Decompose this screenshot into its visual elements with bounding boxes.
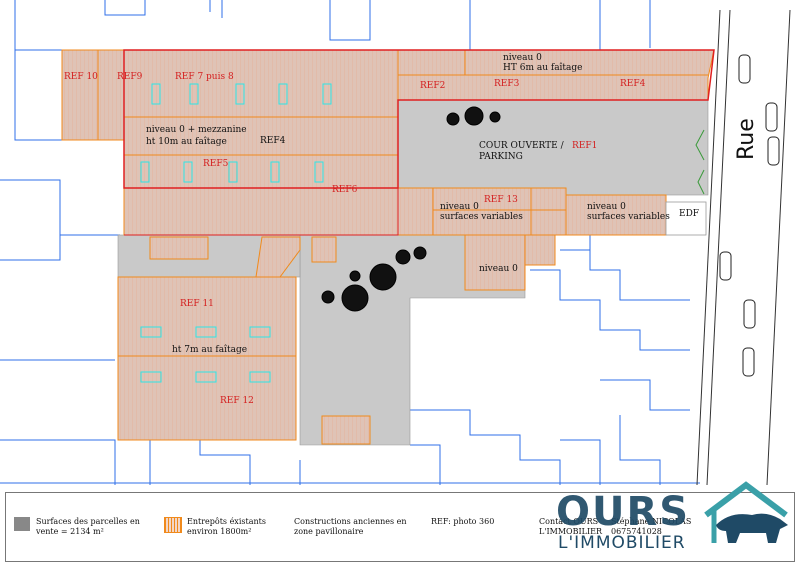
label-ref2[interactable]: REF2 xyxy=(420,81,446,91)
legend-swatch-parcel xyxy=(14,517,30,531)
legend-contact-line2: L'IMMOBILIER xyxy=(539,527,602,536)
skylight-icons xyxy=(140,83,332,383)
street-label: Rue xyxy=(734,118,759,160)
label-niveau0-top: niveau 0 xyxy=(503,53,542,63)
legend-ref-photo: REF: photo 360 xyxy=(431,517,495,526)
label-niveau0-c: niveau 0 xyxy=(479,264,518,274)
label-ref9[interactable]: REF9 xyxy=(117,72,143,82)
label-ref13[interactable]: REF 13 xyxy=(484,195,518,205)
label-ref4-mid[interactable]: REF4 xyxy=(260,136,286,146)
neighbour-parcel-lines xyxy=(0,0,700,485)
label-parking: PARKING xyxy=(479,152,523,162)
label-surf-a: surfaces variables xyxy=(440,212,523,222)
ours-logo-word: OURS xyxy=(556,489,691,535)
legend-constructions-line2: zone pavillonaire xyxy=(294,527,364,536)
label-niveau0-a: niveau 0 xyxy=(440,202,479,212)
legend-contact-line1: Contact OURS xyxy=(539,517,599,526)
property-boundary-inner xyxy=(124,188,399,236)
label-ref3[interactable]: REF3 xyxy=(494,79,520,89)
legend-swatch-warehouse xyxy=(164,517,182,533)
legend-warehouse-line1: Entrepôts éxistants xyxy=(187,517,266,526)
legend-parcel-line2: vente = 2134 m² xyxy=(36,527,104,536)
property-boundary xyxy=(123,49,715,189)
bear-house-icon xyxy=(704,481,788,543)
road-edges xyxy=(696,9,791,486)
label-ref1[interactable]: REF1 xyxy=(572,141,598,151)
car-icons xyxy=(719,54,780,377)
warehouses xyxy=(61,49,715,445)
label-ref7[interactable]: REF 7 puis 8 xyxy=(175,72,234,82)
label-surf-b: surfaces variables xyxy=(587,212,670,222)
legend: Surfaces des parcelles en vente = 2134 m… xyxy=(5,481,795,562)
legend-parcel-line1: Surfaces des parcelles en xyxy=(36,517,140,526)
label-ref12[interactable]: REF 12 xyxy=(220,396,254,406)
legend-agent-line1: Stéphane NICOLAS xyxy=(611,517,692,526)
label-ref5[interactable]: REF5 xyxy=(203,159,229,169)
label-mezzanine: niveau 0 + mezzanine xyxy=(146,125,247,135)
label-ref4-top[interactable]: REF4 xyxy=(620,79,646,89)
legend-warehouse-line2: environ 1800m² xyxy=(187,527,252,536)
edf-box xyxy=(665,201,707,236)
label-ht7m: ht 7m au faîtage xyxy=(172,345,248,355)
label-edf: EDF xyxy=(679,209,700,219)
legend-agent-line2: 0675741028 xyxy=(611,527,662,536)
legend-constructions-line1: Constructions anciennes en xyxy=(294,517,407,526)
label-ref10[interactable]: REF 10 xyxy=(64,72,98,82)
label-ht10m: ht 10m au faîtage xyxy=(146,137,227,147)
warehouse-dividers xyxy=(118,50,708,357)
label-ref11[interactable]: REF 11 xyxy=(180,299,214,309)
gate-marks xyxy=(695,129,705,195)
tree-icons xyxy=(321,106,501,312)
label-cour: COUR OUVERTE / xyxy=(479,141,564,151)
label-ht6m: HT 6m au faîtage xyxy=(503,63,583,73)
label-ref6[interactable]: REF6 xyxy=(332,185,358,195)
ours-logo-sub: L'IMMOBILIER xyxy=(558,533,686,553)
label-niveau0-b: niveau 0 xyxy=(587,202,626,212)
